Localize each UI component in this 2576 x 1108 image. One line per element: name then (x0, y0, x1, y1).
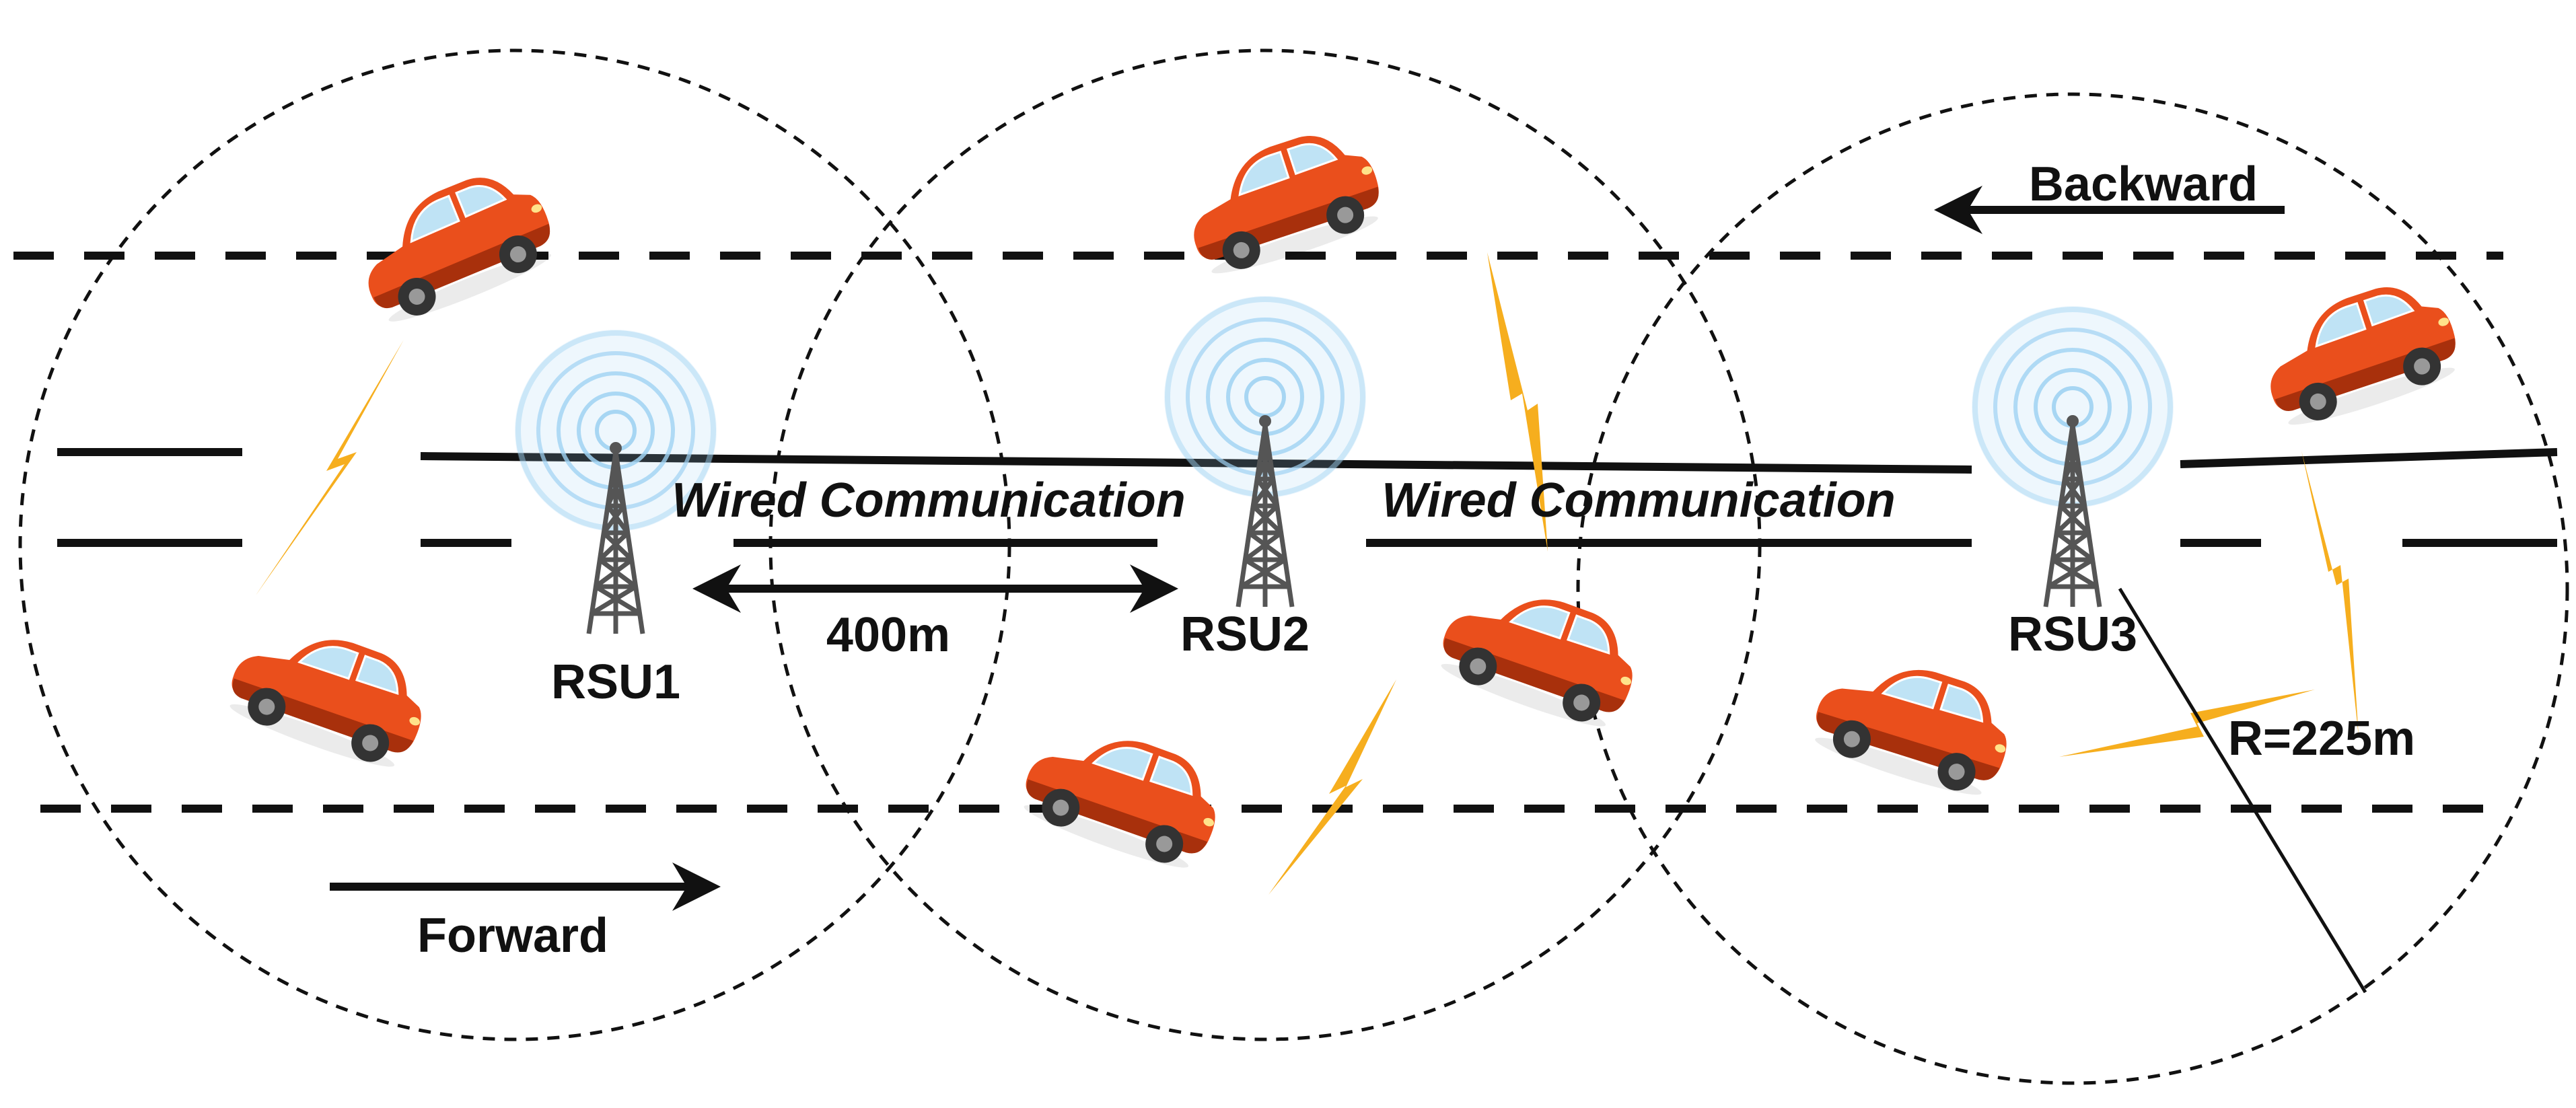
road-edges (13, 252, 2503, 813)
rsu1-label: RSU1 (551, 655, 680, 709)
car-icon (1430, 566, 1651, 739)
car-icon (2250, 268, 2469, 436)
wireless-links (256, 252, 2359, 895)
radius-label: R=225m (2228, 712, 2415, 766)
median-line-upper-3 (2180, 448, 2558, 468)
rsu2-label: RSU2 (1180, 607, 1310, 661)
car-icon (1013, 708, 1234, 880)
forward-label: Forward (417, 909, 608, 963)
lightning-icon (2301, 451, 2359, 737)
distance-label: 400m (826, 608, 950, 662)
car-icon (1804, 640, 2024, 807)
car-icon (343, 156, 565, 333)
rsu3-label: RSU3 (2008, 607, 2137, 661)
backward-label: Backward (2029, 157, 2258, 211)
lightning-icon (2059, 690, 2315, 757)
wired-communication-label-1: Wired Communication (672, 474, 1185, 527)
lightning-icon (256, 340, 404, 595)
wired-communication-label-2: Wired Communication (1382, 474, 1895, 527)
lightning-icon (1487, 252, 1548, 552)
coverage-circle-rsu3 (1576, 92, 2569, 1085)
radius-line (2118, 587, 2367, 994)
car-icon (219, 607, 440, 779)
lightning-icon (1268, 679, 1396, 895)
